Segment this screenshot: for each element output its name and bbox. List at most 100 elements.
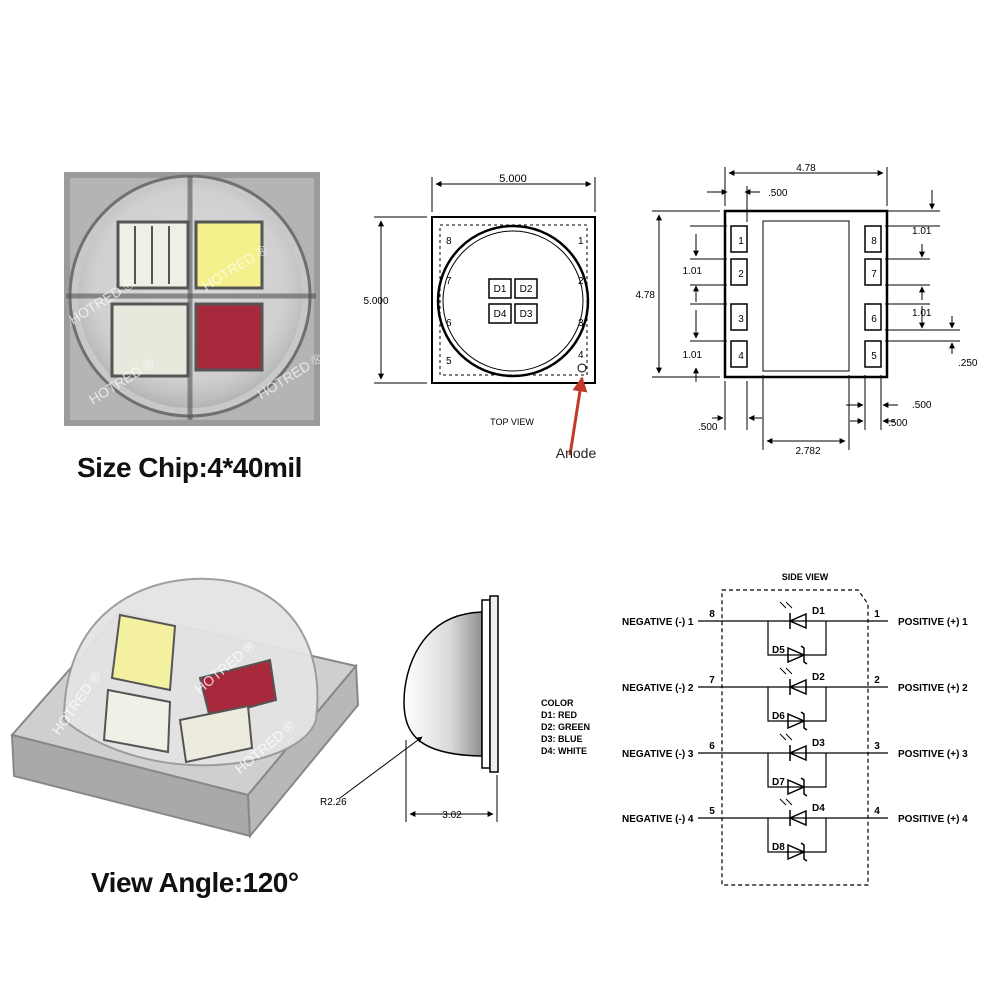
side-view-drawing: [339, 595, 499, 822]
die-label: D2: [520, 284, 533, 295]
die-label: D1: [494, 284, 507, 295]
led-diode-symbol: [788, 744, 807, 762]
top-view-label: TOP VIEW: [490, 417, 534, 427]
zener-label: D5: [772, 645, 785, 656]
dome-profile: [403, 611, 483, 757]
led3d-chip-white-2: [178, 704, 254, 764]
pin-number: 3: [874, 741, 880, 752]
pin-number: 2: [874, 675, 880, 686]
pin-number: 8: [709, 609, 715, 620]
pin-label: 7: [446, 276, 452, 287]
fp-pin-label: 6: [871, 314, 877, 325]
fp-pitch-right-label: 1.01: [912, 308, 932, 319]
led-diode-symbol: [788, 809, 807, 827]
led3d-side-face: [246, 663, 360, 839]
pin-label: 6: [446, 318, 452, 329]
die-label: D4: [494, 309, 507, 320]
dome-radius-label: R2.26: [320, 797, 347, 808]
fp-pitch-left-label: 1.01: [683, 266, 703, 277]
pin-label: 5: [446, 356, 452, 367]
view-angle-caption: View Angle:120°: [91, 867, 299, 898]
negative-label: NEGATIVE (-) 4: [622, 814, 694, 825]
chip-yellow: [194, 220, 264, 290]
fp-pin-label: 4: [738, 351, 744, 362]
color-line: D1: RED: [541, 710, 578, 720]
color-line: D4: WHITE: [541, 746, 587, 756]
negative-label: NEGATIVE (-) 2: [622, 683, 694, 694]
chip-red: [194, 302, 264, 372]
pin-label: 3: [578, 318, 584, 329]
footprint-outline: [723, 209, 889, 379]
fp-bottom-left-label: .500: [698, 422, 718, 433]
top-view-lens: [436, 224, 590, 378]
fp-pin-label: 7: [871, 269, 877, 280]
zener-label: D7: [772, 777, 785, 788]
color-line: D3: BLUE: [541, 734, 583, 744]
zener-loop: [767, 621, 827, 656]
fp-width-label: 4.78: [796, 163, 816, 174]
fp-height-label: 4.78: [636, 290, 656, 301]
footprint-drawing: [652, 167, 960, 450]
top-view-outline: [431, 216, 596, 384]
pin-number: 6: [709, 741, 715, 752]
pin-label: 2: [578, 276, 584, 287]
schematic-title: SIDE VIEW: [782, 572, 829, 582]
zener-label: D6: [772, 711, 785, 722]
fp-pin-label: 2: [738, 269, 744, 280]
pin-number: 1: [874, 609, 880, 620]
pin-label: 8: [446, 236, 452, 247]
led-3d-photo: HOTRED ® HOTRED ® HOTRED ®: [10, 577, 360, 839]
led3d-chip-yellow: [110, 613, 177, 692]
led-label: D2: [812, 672, 825, 683]
positive-label: POSITIVE (+) 1: [898, 617, 968, 628]
die-label: D3: [520, 309, 533, 320]
zener-loop: [767, 687, 827, 722]
negative-label: NEGATIVE (-) 3: [622, 749, 694, 760]
schematic-outline: [721, 589, 869, 886]
pin-label: 1: [578, 236, 584, 247]
color-line: D2: GREEN: [541, 722, 590, 732]
dome-height-label: 3.02: [442, 810, 462, 821]
zener-diode-symbol: [787, 646, 806, 664]
led-label: D4: [812, 803, 825, 814]
zener-diode-symbol: [787, 843, 806, 861]
fp-pitch-left-label: 1.01: [683, 350, 703, 361]
pin-number: 5: [709, 806, 715, 817]
anode-label: Anode: [556, 445, 597, 461]
fp-center-width-label: 2.782: [795, 446, 820, 457]
color-heading: COLOR: [541, 698, 574, 708]
negative-label: NEGATIVE (-) 1: [622, 617, 694, 628]
pin-number: 7: [709, 675, 715, 686]
fp-pad-height-label: .250: [958, 358, 978, 369]
zener-loop: [767, 753, 827, 788]
led3d-chip-red: [198, 658, 278, 720]
chip-white-bottom: [110, 302, 190, 378]
positive-label: POSITIVE (+) 2: [898, 683, 968, 694]
positive-label: POSITIVE (+) 4: [898, 814, 968, 825]
schematic-channel: [698, 667, 888, 731]
fp-pin-label: 1: [738, 236, 744, 247]
fp-bottom-right-label: .500: [888, 418, 908, 429]
led-diode-symbol: [788, 678, 807, 696]
zener-diode-symbol: [787, 778, 806, 796]
led-top-photo: HOTRED ® HOTRED ® HOTRED ® HOTRED ®: [64, 172, 326, 426]
led-diode-symbol: [788, 612, 807, 630]
top-view-drawing: [374, 177, 596, 456]
fp-pin-label: 8: [871, 236, 877, 247]
top-height-label: 5.000: [363, 296, 388, 307]
fp-pin-label: 5: [871, 351, 877, 362]
zener-diode-symbol: [787, 712, 806, 730]
pin-number: 4: [874, 806, 880, 817]
fp-pitch-right-label: 1.01: [912, 226, 932, 237]
pin-label: 4: [578, 350, 584, 361]
led3d-chip-white: [102, 688, 172, 754]
led-label: D3: [812, 738, 825, 749]
schematic-channel: [698, 733, 888, 797]
anode-arrow: [568, 376, 588, 456]
fp-bottom-right-label: .500: [912, 400, 932, 411]
schematic-channel: [698, 798, 888, 862]
led-label: D1: [812, 606, 825, 617]
chip-size-caption: Size Chip:4*40mil: [77, 452, 302, 483]
